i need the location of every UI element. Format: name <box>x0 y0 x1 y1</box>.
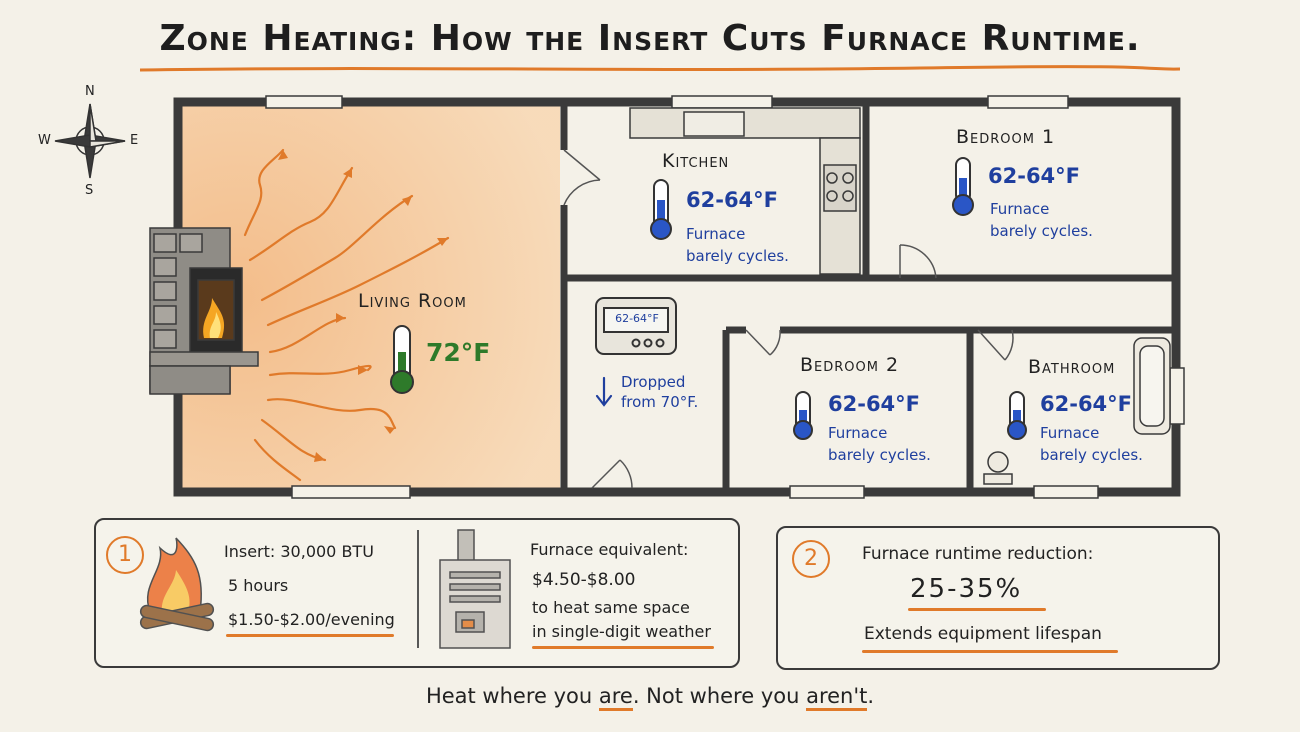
tagline: Heat where you are. Not where you aren't… <box>0 684 1300 711</box>
bathroom-temp: 62-64°F <box>1040 392 1133 416</box>
kitchen-counters <box>629 107 861 275</box>
bedroom1-note: Furnace barely cycles. <box>990 200 1093 240</box>
bathroom-fixtures <box>983 337 1171 485</box>
insert-cost-underline <box>226 634 394 637</box>
interior-walls <box>560 106 1172 488</box>
campfire-icon <box>139 537 215 632</box>
compass-rose-icon <box>54 103 126 179</box>
furnace-icon <box>439 529 511 649</box>
bedroom1-thermometer-icon <box>952 157 974 216</box>
compass-south-label: S <box>85 183 94 198</box>
lifespan-underline <box>862 650 1118 653</box>
runtime-value-underline <box>908 608 1046 611</box>
panel1-number-badge: 1 <box>106 536 144 574</box>
living-room-label: Living Room <box>358 290 467 312</box>
bathroom-label: Bathroom <box>1028 356 1116 378</box>
furnace-cost-text: $4.50-$8.00 <box>532 570 636 590</box>
living-room-temp: 72°F <box>426 338 491 367</box>
runtime-reduction-label: Furnace runtime reduction: <box>862 544 1094 564</box>
compass-west-label: W <box>38 133 51 148</box>
compass-north-label: N <box>85 84 95 99</box>
bathroom-thermometer-icon <box>1007 391 1027 440</box>
furnace-space-text: to heat same space <box>532 598 690 617</box>
door-swings <box>563 149 1014 489</box>
kitchen-thermometer-icon <box>650 179 672 240</box>
panel2-number-badge: 2 <box>792 540 830 578</box>
thermostat-device-icon <box>595 297 677 355</box>
kitchen-label: Kitchen <box>662 150 730 172</box>
bathroom-note: Furnace barely cycles. <box>1040 424 1143 464</box>
down-arrow-icon <box>595 376 613 407</box>
title-underline <box>140 65 1180 72</box>
page-title: Zone Heating: How the Insert Cuts Furnac… <box>159 18 1141 59</box>
living-thermometer-icon <box>390 325 414 394</box>
kitchen-temp: 62-64°F <box>686 188 779 212</box>
bedroom2-thermometer-icon <box>793 391 813 440</box>
bedroom2-label: Bedroom 2 <box>800 354 900 376</box>
living-room-heat-fill <box>182 106 560 488</box>
heat-wave-arrowheads <box>278 150 448 462</box>
furnace-equivalent-text: Furnace equivalent: <box>530 540 689 559</box>
furnace-weather-underline <box>532 646 714 649</box>
runtime-reduction-value: 25-35% <box>910 574 1023 604</box>
insert-hours-text: 5 hours <box>228 576 289 595</box>
cost-comparison-panel <box>94 518 740 668</box>
runtime-reduction-panel <box>776 526 1220 670</box>
insert-btu-text: Insert: 30,000 BTU <box>224 542 374 561</box>
furnace-weather-text: in single-digit weather <box>532 622 711 641</box>
windows <box>265 95 1185 499</box>
fireplace <box>149 227 259 395</box>
equipment-lifespan-text: Extends equipment lifespan <box>864 624 1102 644</box>
bedroom1-temp: 62-64°F <box>988 164 1081 188</box>
thermostat-note: Dropped from 70°F. <box>621 373 699 411</box>
bedroom1-label: Bedroom 1 <box>956 126 1056 148</box>
bedroom2-note: Furnace barely cycles. <box>828 424 931 464</box>
compass-east-label: E <box>130 133 139 148</box>
insert-cost-text: $1.50-$2.00/evening <box>228 610 395 629</box>
bedroom2-temp: 62-64°F <box>828 392 921 416</box>
kitchen-note: Furnace barely cycles. <box>686 225 789 265</box>
thermostat-display: 62-64°F <box>615 312 659 325</box>
